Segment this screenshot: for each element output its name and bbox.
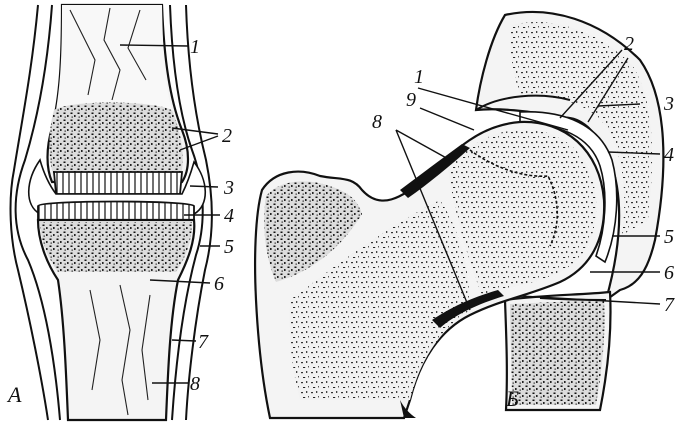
panel-a-drawing <box>9 3 213 422</box>
panel-a-label-8: 8 <box>190 373 200 395</box>
panel-b-label-9: 9 <box>406 89 416 111</box>
panel-a-labels: 1 2 3 4 5 6 7 8 А <box>6 36 234 407</box>
panel-b-label-7: 7 <box>664 294 675 316</box>
panel-a-leaders <box>119 44 220 384</box>
panel-a-letter: А <box>6 382 22 407</box>
panel-b-label-5: 5 <box>664 226 674 248</box>
panel-b-label-6: 6 <box>664 262 674 284</box>
panel-a-label-5: 5 <box>224 236 234 258</box>
panel-b-letter: Б <box>505 386 519 411</box>
panel-a-label-3: 3 <box>223 177 234 199</box>
panel-b-leaders <box>395 49 661 311</box>
panel-a-label-1: 1 <box>190 36 200 58</box>
panel-b-label-1: 1 <box>414 66 424 88</box>
panel-b-label-8: 8 <box>372 111 382 133</box>
panel-b-drawing <box>253 10 665 420</box>
panel-b-label-3: 3 <box>663 93 674 115</box>
panel-a-label-2: 2 <box>222 125 232 147</box>
panel-a-label-6: 6 <box>214 273 224 295</box>
panel-a-label-4: 4 <box>224 205 234 227</box>
panel-a-label-7: 7 <box>198 331 209 353</box>
panel-b-labels: 1 2 3 4 5 6 7 8 9 Б <box>372 33 675 411</box>
panel-b-label-2: 2 <box>624 33 634 55</box>
panel-b-label-4: 4 <box>664 144 674 166</box>
